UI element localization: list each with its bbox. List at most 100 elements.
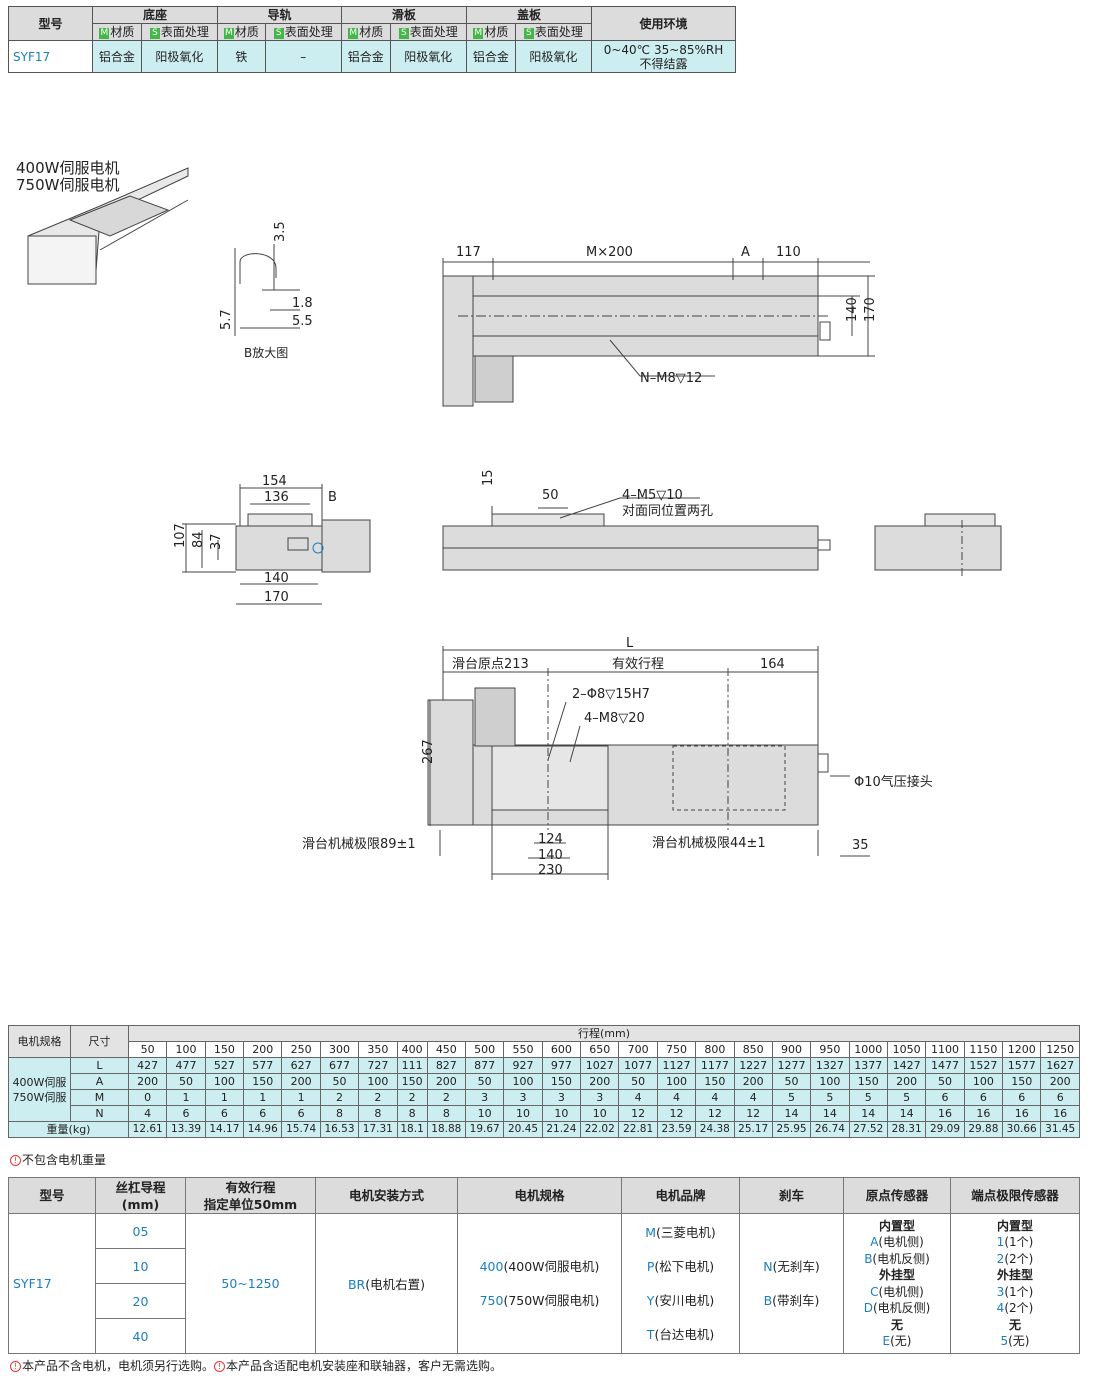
- effective-stroke: 有效行程: [612, 657, 664, 672]
- stroke-600: 600: [541, 1041, 582, 1058]
- ord-brand: M(三菱电机) P(松下电机) Y(安川电机) T(台达电机): [621, 1213, 740, 1354]
- order-note: !本产品不含电机，电机须另行选购。!本产品含适配电机安装座和联轴器，客户无需选购…: [10, 1357, 502, 1374]
- stroke-850: 850: [733, 1041, 773, 1058]
- stroke-950: 950: [810, 1041, 850, 1058]
- end-view: [182, 484, 371, 605]
- stroke-350: 350: [358, 1041, 398, 1058]
- value-cell: 100: [358, 1073, 398, 1090]
- hdr-motor: 电机规格: [8, 1025, 71, 1058]
- value-cell: 12: [618, 1105, 658, 1122]
- value-cell: 17.31: [358, 1121, 398, 1138]
- value-cell: 1: [243, 1089, 283, 1106]
- hole-note: 对面同位置两孔: [622, 504, 713, 519]
- hdr-stroke: 行程(mm): [128, 1025, 1080, 1042]
- ord-hdr-brand: 电机品牌: [621, 1177, 740, 1214]
- value-cell: 6: [281, 1105, 321, 1122]
- mech-limit-89: 滑台机械极限89±1: [302, 837, 416, 852]
- weight-note: !不包含电机重量: [10, 1151, 106, 1168]
- dim-110: 110: [776, 245, 801, 260]
- value-cell: 1577: [1002, 1057, 1042, 1074]
- hdr-model: 型号: [8, 6, 93, 41]
- value-cell: 100: [204, 1073, 245, 1090]
- stroke-900: 900: [771, 1041, 812, 1058]
- model-cell: SYF17: [8, 40, 93, 73]
- stroke-650: 650: [580, 1041, 620, 1058]
- value-cell: 1627: [1040, 1057, 1080, 1074]
- stroke-800: 800: [695, 1041, 735, 1058]
- value-cell: 3: [503, 1089, 543, 1106]
- ord-hdr-brake: 刹车: [739, 1177, 844, 1214]
- value-cell: 14.17: [204, 1121, 245, 1138]
- stroke-100: 100: [166, 1041, 206, 1058]
- dim-84: 84: [191, 531, 206, 548]
- stroke-300: 300: [319, 1041, 360, 1058]
- value-cell: 200: [733, 1073, 773, 1090]
- value-cell: 1377: [848, 1057, 888, 1074]
- ord-stroke: 50~1250: [185, 1213, 316, 1354]
- value-cell: 150: [1002, 1073, 1042, 1090]
- base-material: 铝合金: [92, 40, 142, 73]
- base-surface: 阳极氧化: [140, 40, 219, 73]
- value-cell: 2: [319, 1089, 360, 1106]
- value-cell: 150: [541, 1073, 582, 1090]
- ord-hdr-spec: 电机规格: [457, 1177, 622, 1214]
- order-table: 型号 丝杠导程(mm) 有效行程指定单位50mm 电机安装方式 电机规格 电机品…: [8, 1177, 1080, 1354]
- value-cell: 6: [1002, 1089, 1042, 1106]
- value-cell: 1427: [886, 1057, 927, 1074]
- ord-hdr-origin: 原点传感器: [843, 1177, 951, 1214]
- value-cell: 14: [771, 1105, 812, 1122]
- dim-l: L: [626, 636, 634, 651]
- plan-view: [427, 646, 870, 880]
- value-cell: 15.74: [281, 1121, 321, 1138]
- ord-hdr-stroke: 有效行程指定单位50mm: [185, 1177, 316, 1214]
- value-cell: 200: [127, 1073, 168, 1090]
- hole-m5: 4–M5▽10: [622, 488, 683, 503]
- value-cell: 50: [464, 1073, 505, 1090]
- value-cell: 2: [426, 1089, 467, 1106]
- value-cell: 21.24: [541, 1121, 582, 1138]
- value-cell: 200: [580, 1073, 620, 1090]
- value-cell: 477: [166, 1057, 206, 1074]
- value-cell: 1177: [695, 1057, 735, 1074]
- row-weight: 重量(kg): [8, 1121, 129, 1138]
- value-cell: 50: [771, 1073, 812, 1090]
- motor-label-2: 750W伺服电机: [16, 176, 119, 194]
- stroke-750: 750: [656, 1041, 697, 1058]
- value-cell: 4: [656, 1089, 697, 1106]
- value-cell: 10: [503, 1105, 543, 1122]
- value-cell: 14: [848, 1105, 888, 1122]
- value-cell: 4: [695, 1089, 735, 1106]
- value-cell: 20.45: [503, 1121, 543, 1138]
- value-cell: 2: [358, 1089, 398, 1106]
- ord-model: SYF17: [8, 1213, 96, 1354]
- value-cell: 1277: [771, 1057, 812, 1074]
- stroke-150: 150: [204, 1041, 245, 1058]
- dim-5-5: 5.5: [292, 314, 313, 329]
- value-cell: 5: [771, 1089, 812, 1106]
- dim-37: 37: [209, 533, 224, 550]
- dim-230: 230: [538, 863, 563, 878]
- value-cell: 25.95: [771, 1121, 812, 1138]
- value-cell: 50: [925, 1073, 965, 1090]
- rail-material: 铁: [217, 40, 266, 73]
- value-cell: 10: [580, 1105, 620, 1122]
- value-cell: 1477: [925, 1057, 965, 1074]
- value-cell: 12: [733, 1105, 773, 1122]
- value-cell: 200: [1040, 1073, 1080, 1090]
- dim-50: 50: [542, 488, 559, 503]
- value-cell: 5: [810, 1089, 850, 1106]
- product-isometric: [27, 167, 189, 285]
- value-cell: 577: [243, 1057, 283, 1074]
- value-cell: 150: [848, 1073, 888, 1090]
- value-cell: 2: [396, 1089, 428, 1106]
- row-L: L: [70, 1057, 129, 1074]
- value-cell: 16: [1040, 1105, 1080, 1122]
- value-cell: 22.02: [580, 1121, 620, 1138]
- dim-140: 140: [845, 297, 860, 322]
